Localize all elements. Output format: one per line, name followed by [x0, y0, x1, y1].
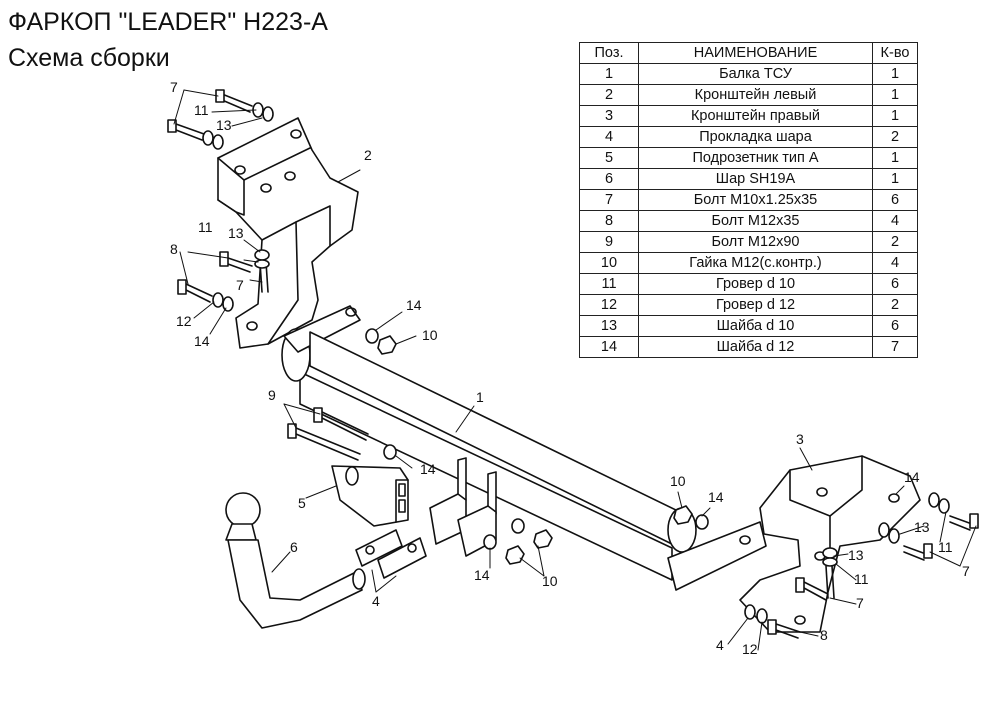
- callout-8: 8: [170, 241, 178, 257]
- cell-name: Шар SH19A: [638, 168, 873, 190]
- callout-14: 14: [420, 461, 436, 477]
- callout-13: 13: [216, 117, 232, 133]
- washers-and-nuts: [202, 102, 950, 624]
- callout-4: 4: [372, 593, 380, 609]
- callout-14: 14: [474, 567, 490, 583]
- parts-table-header: Поз. НАИМЕНОВАНИЕ К-во: [579, 42, 918, 64]
- callout-10: 10: [542, 573, 558, 589]
- callout-1: 1: [476, 389, 484, 405]
- cell-quantity: 7: [872, 336, 918, 358]
- callout-7: 7: [170, 79, 178, 95]
- ball-mount-plates: [429, 493, 497, 557]
- callout-11: 11: [854, 571, 869, 587]
- callout-11: 11: [938, 539, 953, 555]
- callout-7: 7: [856, 595, 864, 611]
- callout-4: 4: [716, 637, 724, 653]
- socket-bracket: [331, 465, 409, 527]
- callout-13: 13: [848, 547, 864, 563]
- callout-12: 12: [742, 641, 758, 657]
- right-bracket: [739, 455, 921, 633]
- callout-14: 14: [708, 489, 724, 505]
- cell-quantity: 1: [872, 147, 918, 169]
- callout-5: 5: [298, 495, 306, 511]
- callout-14: 14: [904, 469, 920, 485]
- callout-labels: 7 11 13 2 11 13 8 7 12 14 14 10 9 1 14 5…: [170, 79, 970, 657]
- callout-7: 7: [962, 563, 970, 579]
- leader-lines: [173, 89, 977, 651]
- callout-8: 8: [820, 627, 828, 643]
- callout-11: 11: [198, 219, 213, 235]
- callout-11: 11: [194, 102, 209, 118]
- cell-name: Прокладка шара: [638, 126, 873, 148]
- callout-7: 7: [236, 277, 244, 293]
- cell-name: Подрозетник тип А: [638, 147, 873, 169]
- callout-9: 9: [268, 387, 276, 403]
- cell-quantity: 4: [872, 252, 918, 274]
- callout-10: 10: [670, 473, 686, 489]
- callout-14: 14: [406, 297, 422, 313]
- callout-14: 14: [194, 333, 210, 349]
- tow-ball: [225, 492, 366, 629]
- ball-gaskets: [355, 529, 427, 579]
- callout-6: 6: [290, 539, 298, 555]
- callout-13: 13: [228, 225, 244, 241]
- cell-name: Болт М12х90: [638, 231, 873, 253]
- header-position: Поз.: [579, 42, 639, 64]
- bolts: [167, 89, 979, 639]
- callout-13: 13: [914, 519, 930, 535]
- callout-12: 12: [176, 313, 192, 329]
- diagram-subtitle: Схема сборки: [8, 44, 170, 72]
- cell-name: Кронштейн левый: [638, 84, 873, 106]
- callout-3: 3: [796, 431, 804, 447]
- diagram-title: ФАРКОП "LEADER" H223-A: [8, 8, 328, 36]
- callout-2: 2: [364, 147, 372, 163]
- cell-position: 11: [579, 273, 639, 295]
- cell-name: Гайка М12(с.контр.): [638, 252, 873, 274]
- tow-bar-beam: [281, 305, 767, 591]
- callout-10: 10: [422, 327, 438, 343]
- left-bracket: [217, 117, 359, 349]
